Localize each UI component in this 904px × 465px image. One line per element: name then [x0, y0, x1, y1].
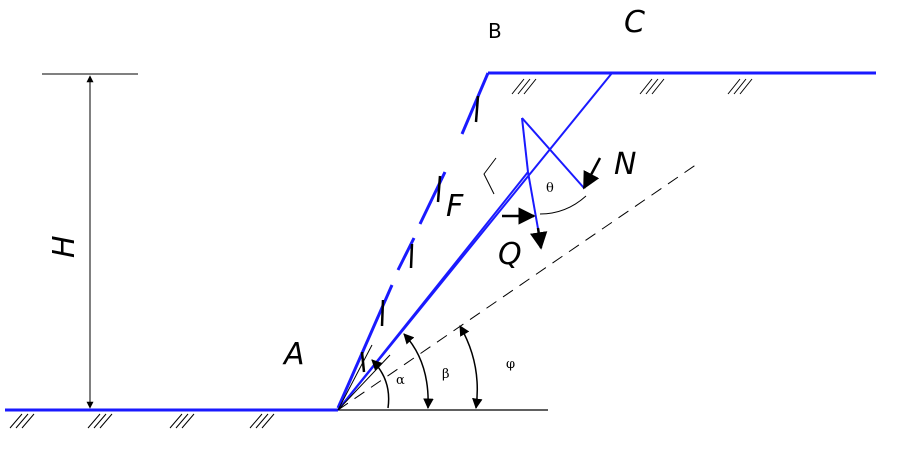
label-angle-beta: β [442, 367, 450, 382]
force-q-arrow [530, 227, 548, 250]
arc-phi [459, 325, 483, 410]
label-point-a: A [282, 337, 305, 372]
friction-line [337, 161, 701, 411]
force-polygon-right [521, 117, 585, 189]
label-point-c: C [624, 5, 645, 40]
angle-arcs [371, 195, 587, 410]
force-n-arrow [582, 157, 602, 190]
label-height: H [47, 235, 82, 258]
arc-beta [403, 333, 434, 410]
arc-alpha [371, 359, 390, 409]
reaction-marker [483, 157, 497, 195]
label-angle-alpha: α [396, 373, 405, 388]
label-force-q: Q [498, 237, 522, 272]
ground-hatching [9, 78, 753, 429]
label-angle-phi: φ [506, 357, 515, 372]
height-dimension [42, 73, 138, 409]
wedge-lines [337, 72, 613, 411]
slope-face [336, 72, 490, 409]
ground-lines [5, 71, 876, 412]
force-arrows [483, 157, 602, 250]
wedge-line-2 [337, 171, 529, 411]
label-force-n: N [614, 147, 636, 182]
label-force-f: F [446, 189, 464, 224]
slope-ticks [360, 95, 480, 373]
label-point-b: B [488, 19, 502, 43]
label-angle-theta: θ [546, 181, 554, 196]
force-polygon-left [521, 117, 529, 173]
arc-theta [539, 195, 587, 215]
